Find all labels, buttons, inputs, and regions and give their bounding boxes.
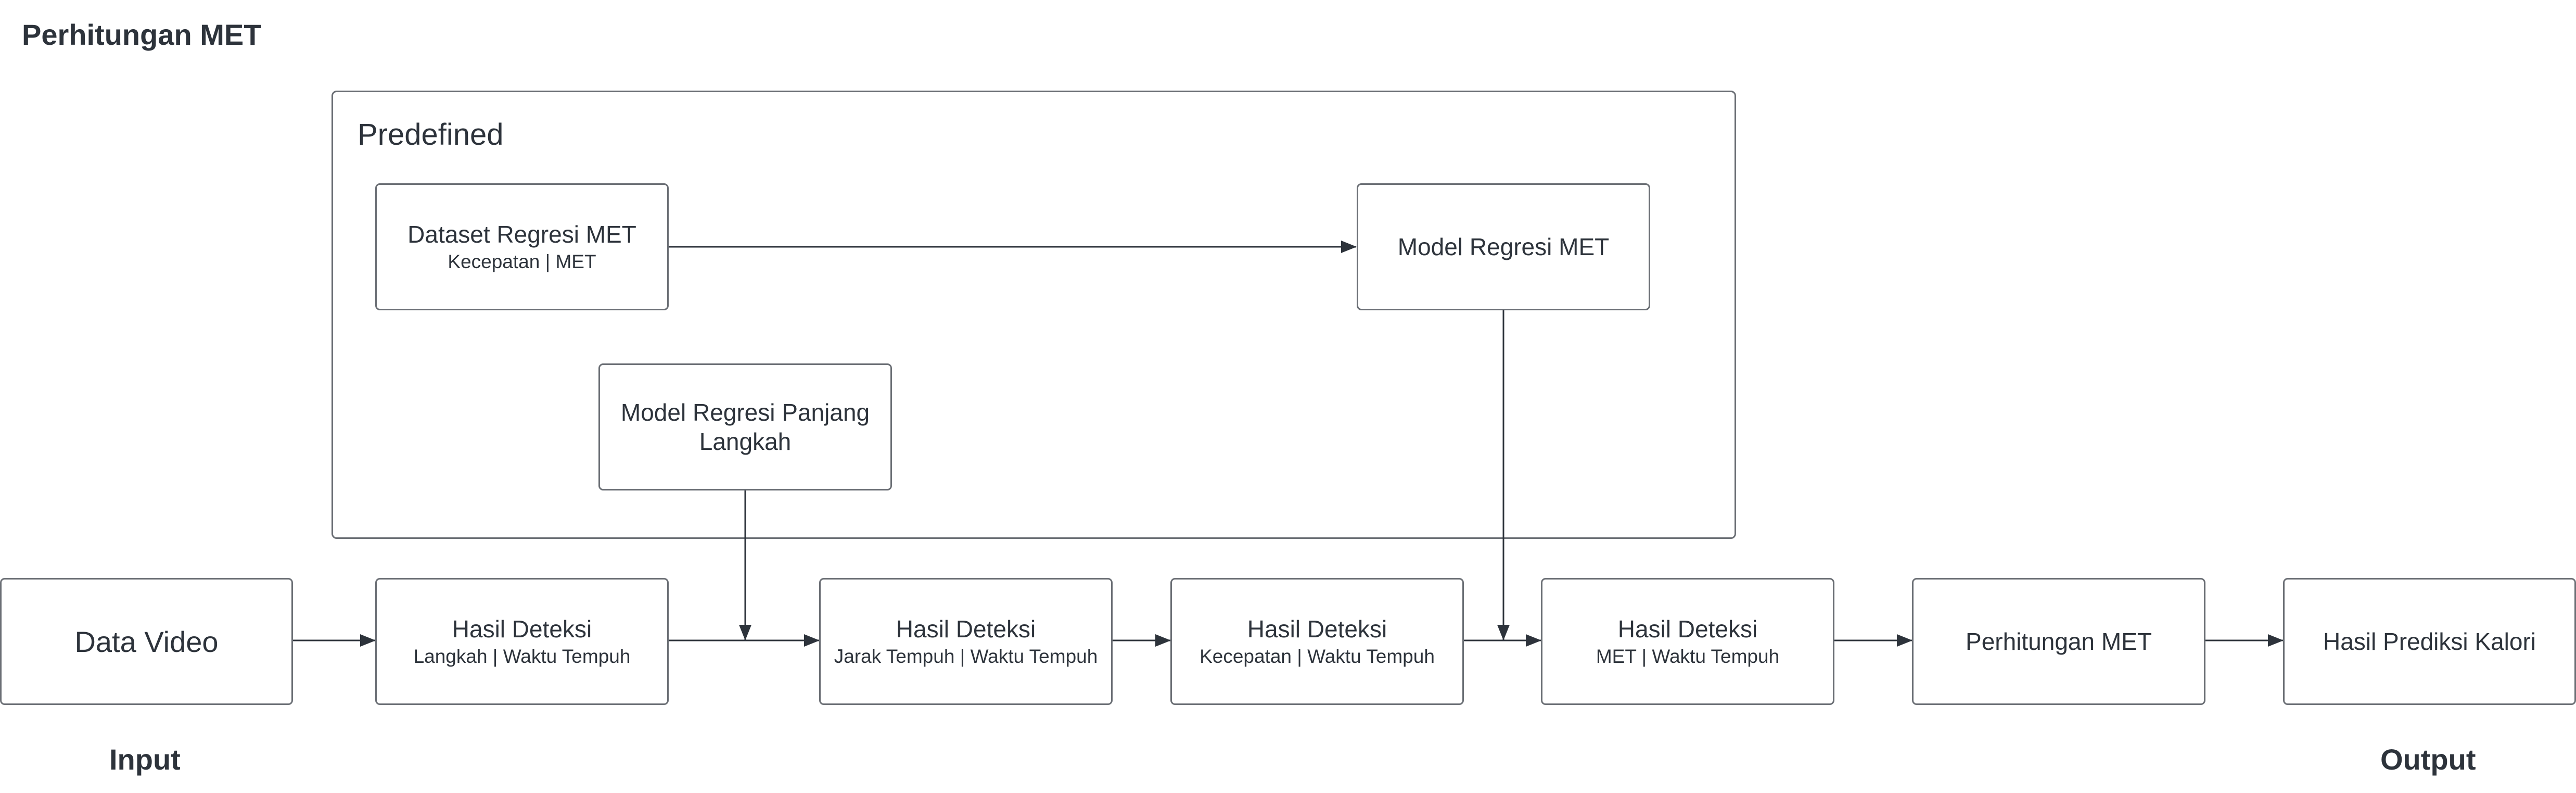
node-hasil3-subtitle: Kecepatan | Waktu Tempuh [1200,646,1435,667]
node-hasil-deteksi-jarak: Hasil Deteksi Jarak Tempuh | Waktu Tempu… [819,578,1113,705]
node-hasil-deteksi-langkah: Hasil Deteksi Langkah | Waktu Tempuh [375,578,669,705]
input-label: Input [109,743,181,776]
node-hasil4-title: Hasil Deteksi [1617,615,1758,643]
node-dataset-title: Dataset Regresi MET [407,221,636,248]
page-title: Perhitungan MET [22,18,262,51]
node-hasil1-subtitle: Langkah | Waktu Tempuh [413,646,631,667]
node-hasil-prediksi-kalori: Hasil Prediksi Kalori [2283,578,2576,705]
node-perhitungan-met: Perhitungan MET [1912,578,2205,705]
node-hasil4-subtitle: MET | Waktu Tempuh [1596,646,1780,667]
node-perhitungan-title: Perhitungan MET [1966,628,2152,655]
node-hasil3-title: Hasil Deteksi [1247,615,1387,643]
node-model-langkah-title: Model Regresi Panjang Langkah [620,399,870,455]
node-data-video: Data Video [0,578,293,705]
node-hasil-deteksi-met: Hasil Deteksi MET | Waktu Tempuh [1541,578,1834,705]
node-hasil1-title: Hasil Deteksi [452,615,592,643]
node-dataset-regresi-met: Dataset Regresi MET Kecepatan | MET [375,183,669,310]
node-hasil2-subtitle: Jarak Tempuh | Waktu Tempuh [834,646,1098,667]
output-label: Output [2380,743,2476,776]
node-model-regresi-panjang-langkah: Model Regresi Panjang Langkah [598,363,892,490]
node-data-video-title: Data Video [74,625,219,658]
node-dataset-subtitle: Kecepatan | MET [448,251,596,272]
node-hasil-prediksi-title: Hasil Prediksi Kalori [2323,628,2536,655]
predefined-group-label: Predefined [358,118,504,152]
node-model-regresi-met: Model Regresi MET [1357,183,1650,310]
node-hasil2-title: Hasil Deteksi [896,615,1036,643]
predefined-group: Predefined [331,91,1736,539]
node-hasil-deteksi-kecepatan: Hasil Deteksi Kecepatan | Waktu Tempuh [1170,578,1464,705]
node-model-met-title: Model Regresi MET [1397,233,1610,260]
